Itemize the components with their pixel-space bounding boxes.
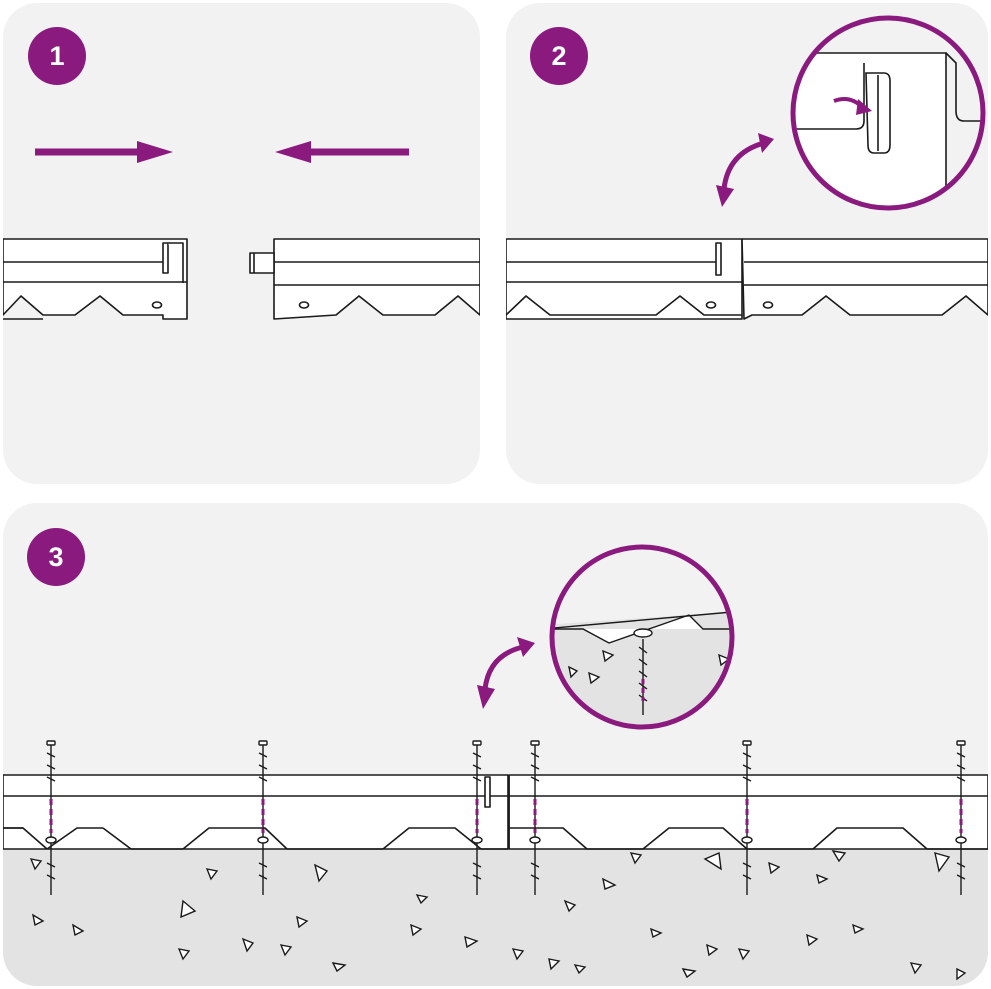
- step-2-panel: 2: [506, 3, 988, 484]
- step-1-badge: 1: [28, 27, 86, 85]
- step-3-panel: 3: [3, 503, 988, 986]
- magnifier-circle-icon: [549, 544, 735, 730]
- curved-double-arrow-icon: [477, 637, 535, 709]
- nail-5: [741, 740, 753, 895]
- stone-icon: [29, 850, 967, 981]
- right-edging-section: [249, 238, 480, 320]
- nail-6: [955, 740, 967, 895]
- step-2-badge: 2: [530, 27, 588, 85]
- step-2-illustration: [506, 15, 988, 320]
- nail-2: [257, 740, 269, 895]
- step-1-panel: 1: [3, 3, 480, 484]
- nail-3: [471, 740, 483, 895]
- step-3-badge: 3: [27, 528, 85, 586]
- left-edging-section: [3, 238, 188, 320]
- magnifier-circle-icon: [790, 15, 986, 211]
- step-3-illustration: [3, 544, 988, 986]
- nail-4: [529, 740, 541, 895]
- nail-icon: [45, 740, 967, 895]
- curved-double-arrow-icon: [716, 133, 774, 207]
- arrow-right-icon: [35, 141, 173, 163]
- step-1-illustration: [3, 141, 480, 320]
- nail-1: [45, 740, 57, 895]
- soil-ground: [3, 849, 988, 986]
- arrow-left-icon: [275, 141, 409, 163]
- joined-edging-sections: [506, 238, 988, 320]
- left-edging-section: [3, 774, 509, 850]
